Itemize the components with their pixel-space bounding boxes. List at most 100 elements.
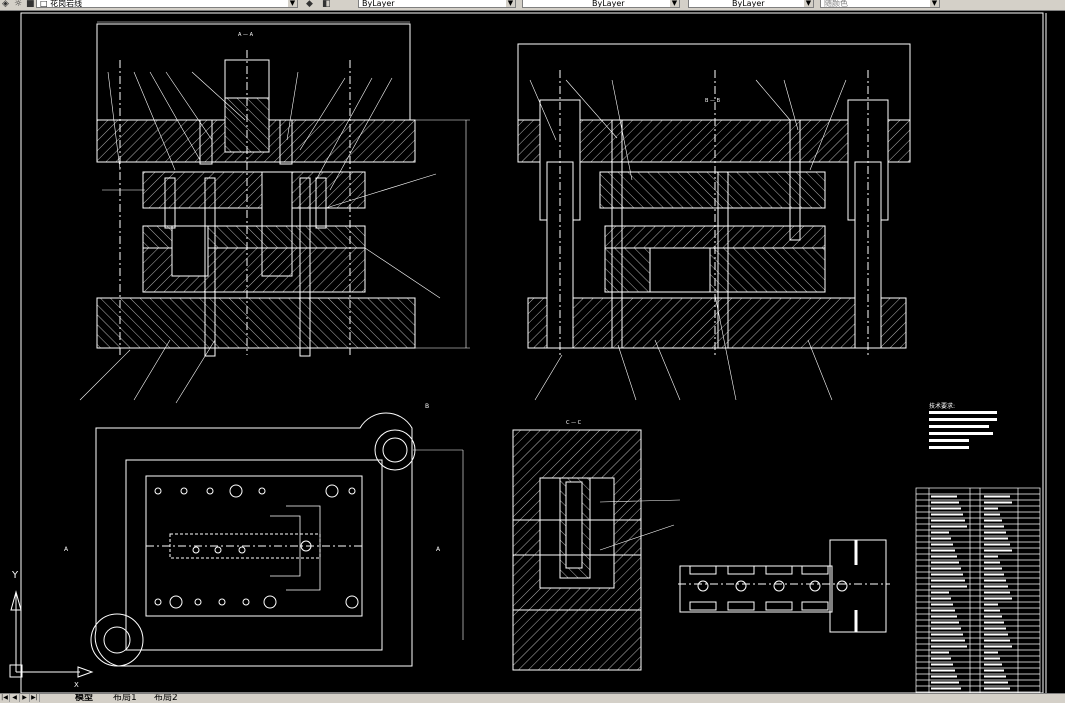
parts-list-table <box>915 487 1041 693</box>
parts-list-cell <box>931 597 951 600</box>
linetype-combo-value: □ 花岗岩线 <box>40 0 83 8</box>
parts-list-cell <box>931 537 951 540</box>
parts-list-cell <box>931 543 953 546</box>
parts-list-cell <box>931 657 951 660</box>
chevron-down-icon[interactable]: ▼ <box>288 0 297 7</box>
parts-list-cell <box>931 579 965 582</box>
parts-list-cell <box>984 609 1000 612</box>
drawing-canvas[interactable]: A — A <box>0 10 1065 693</box>
parts-list-cell <box>984 579 1006 582</box>
parts-list-cell <box>984 669 1004 672</box>
parts-list-cell <box>984 519 1002 522</box>
parts-list-cell <box>984 603 998 606</box>
layer-state-icon[interactable]: ◈ <box>2 0 9 9</box>
parts-list-cell <box>931 615 957 618</box>
parts-list-cell <box>931 585 967 588</box>
parts-list-cell <box>931 561 959 564</box>
parts-list-cell <box>931 603 953 606</box>
parts-list-cell <box>984 507 998 510</box>
parts-list-cell <box>984 531 1006 534</box>
lineweight-combo-value: ByLayer <box>732 0 765 8</box>
prev-tab-icon[interactable]: ◀ <box>10 694 20 702</box>
parts-list-cell <box>984 525 1004 528</box>
parts-list-cell <box>931 513 963 516</box>
parts-list-cell <box>931 507 961 510</box>
parts-list-cell <box>931 525 967 528</box>
parts-list-cell <box>984 651 998 654</box>
section-label-c: C — C <box>566 420 582 426</box>
chevron-down-icon[interactable]: ▼ <box>930 0 939 7</box>
chevron-down-icon[interactable]: ▼ <box>506 0 515 7</box>
plotstyle-combo-value: 随颜色 <box>824 0 848 8</box>
section-label-b: B — B <box>705 98 721 104</box>
parts-list-cell <box>931 663 953 666</box>
parts-list-cell <box>984 627 1006 630</box>
color-combo-value: ByLayer <box>362 0 395 8</box>
layer-previous-icon[interactable]: ◧ <box>322 0 331 9</box>
parts-list-cell <box>931 639 965 642</box>
tab-model[interactable]: 模型 <box>75 693 94 703</box>
parts-list-cell <box>984 537 1008 540</box>
parts-list-cell <box>984 495 1010 498</box>
view-arrow-b: B <box>425 403 429 410</box>
parts-list-cell <box>984 633 1008 636</box>
strip-layout <box>678 539 890 633</box>
view-arrow-a-right: A <box>436 546 441 553</box>
parts-list-cell <box>931 681 959 684</box>
parts-list-cell <box>931 651 949 654</box>
parts-list-cell <box>931 495 957 498</box>
ucs-axis-y: Y <box>11 570 19 581</box>
color-combo[interactable]: ByLayer ▼ <box>358 0 516 8</box>
parts-list-cell <box>984 543 1010 546</box>
detail-section-c: C — C <box>512 420 681 671</box>
parts-list-cell <box>984 681 1008 684</box>
parts-list-cell <box>931 627 961 630</box>
parts-list-cell <box>931 501 959 504</box>
parts-list-cell <box>931 609 955 612</box>
parts-list-cell <box>931 669 955 672</box>
parts-list-cell <box>984 567 1002 570</box>
parts-list-cell <box>984 615 1002 618</box>
view-arrow-a-left: A <box>64 546 69 553</box>
section-label-a: A — A <box>238 32 254 38</box>
first-tab-icon[interactable]: |◀ <box>0 694 10 702</box>
parts-list-cell <box>931 621 959 624</box>
parts-list-cell <box>984 585 1008 588</box>
parts-list-cell <box>984 591 1010 594</box>
parts-list-cell <box>931 549 955 552</box>
chevron-down-icon[interactable]: ▼ <box>804 0 813 7</box>
parts-list-cell <box>984 561 1000 564</box>
parts-list-cell <box>984 573 1004 576</box>
freeze-icon[interactable]: ☼ <box>14 0 23 9</box>
ucs-axis-x: X <box>74 681 79 689</box>
drawing-border <box>20 12 1047 693</box>
parts-list-cell <box>931 555 957 558</box>
lower-die-plan-view: A A B <box>64 403 464 667</box>
parts-list-cell <box>931 687 961 690</box>
parts-list-cell <box>984 675 1006 678</box>
tab-layout1[interactable]: 布局1 <box>113 693 137 703</box>
parts-list-cell <box>931 519 965 522</box>
layer-manager-icon[interactable]: ◆ <box>306 0 313 9</box>
lineweight-combo[interactable]: ByLayer ▼ <box>688 0 814 8</box>
technical-requirements: 技术要求: <box>929 402 997 449</box>
chevron-down-icon[interactable]: ▼ <box>670 0 679 7</box>
lock-icon[interactable]: ■ <box>26 0 35 9</box>
parts-list-cell <box>931 591 949 594</box>
parts-list-cell <box>931 531 949 534</box>
plotstyle-combo[interactable]: 随颜色 ▼ <box>820 0 940 8</box>
tab-layout2[interactable]: 布局2 <box>154 693 178 703</box>
front-section-view: A — A <box>79 21 470 404</box>
parts-list-cell <box>984 639 1010 642</box>
last-tab-icon[interactable]: ▶| <box>30 694 40 702</box>
linetype-combo[interactable]: □ 花岗岩线 ▼ <box>36 0 298 8</box>
parts-list-cell <box>984 687 1010 690</box>
parts-list-cell <box>984 549 1012 552</box>
next-tab-icon[interactable]: ▶ <box>20 694 30 702</box>
linetype-select-value: ByLayer <box>592 0 625 8</box>
parts-list-cell <box>984 597 1012 600</box>
parts-list-cell <box>984 621 1004 624</box>
parts-list-cell <box>931 675 957 678</box>
side-section-view: B — B <box>517 43 911 401</box>
linetype-select-combo[interactable]: ByLayer ▼ <box>522 0 680 8</box>
